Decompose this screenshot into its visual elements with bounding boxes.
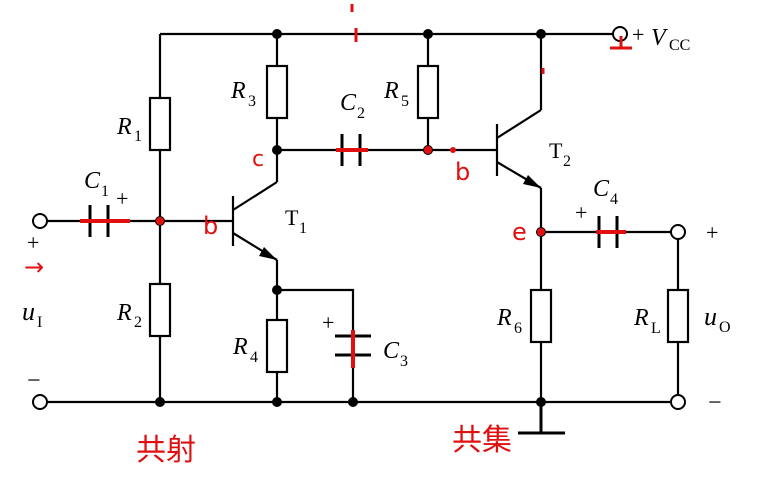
label-ui: u <box>22 297 35 326</box>
t1-emitter-arrow <box>259 247 277 260</box>
label-c1-sub: 1 <box>101 183 109 200</box>
label-r3: R <box>230 78 246 104</box>
output-terminal-bottom <box>670 394 686 410</box>
label-t1: T <box>285 205 299 230</box>
label-c3-sub: 3 <box>400 353 408 370</box>
label-rl-sub: L <box>651 320 661 337</box>
label-c4-plus: + <box>575 200 587 225</box>
label-uo: u <box>704 302 717 331</box>
label-rl: R <box>633 305 649 331</box>
input-terminal-bottom <box>32 394 48 410</box>
annotation-c: c <box>252 147 264 172</box>
input-terminal-top <box>32 213 48 229</box>
label-r2: R <box>116 300 132 326</box>
annotation-input-arrow: → <box>24 253 44 281</box>
resistor-r3 <box>265 64 289 120</box>
resistor-r6 <box>529 288 553 344</box>
label-c1-plus: + <box>116 186 128 211</box>
label-c1: C <box>84 168 101 194</box>
input-plus: + <box>27 230 39 255</box>
annotation-common-emitter: 共射 <box>136 433 196 468</box>
annotation-e: e <box>512 218 527 246</box>
label-c4-sub: 4 <box>610 191 618 208</box>
resistor-r5 <box>416 64 440 120</box>
resistor-r4 <box>265 318 289 374</box>
output-plus: + <box>706 220 718 245</box>
circuit-wires <box>47 32 680 435</box>
label-r6-sub: 6 <box>514 320 522 337</box>
vcc-label: V <box>651 25 668 51</box>
label-c2-sub: 2 <box>357 105 365 122</box>
label-ui-sub: I <box>37 314 42 331</box>
label-r1: R <box>116 114 132 140</box>
label-t2: T <box>549 138 563 163</box>
resistor-r1 <box>148 96 172 152</box>
t2-emitter-arrow <box>523 175 541 188</box>
label-t2-sub: 2 <box>563 153 571 170</box>
label-r3-sub: 3 <box>248 93 256 110</box>
label-r6: R <box>496 305 512 331</box>
vcc-sub: CC <box>669 37 690 54</box>
label-r4-sub: 4 <box>250 349 258 366</box>
label-r2-sub: 2 <box>134 314 142 331</box>
output-minus: − <box>708 390 722 416</box>
label-r1-sub: 1 <box>134 128 142 145</box>
annotation-common-collector: 共集 <box>452 423 512 458</box>
label-c3-plus: + <box>322 310 334 335</box>
resistors <box>148 64 690 374</box>
label-r5-sub: 5 <box>401 93 409 110</box>
label-r5: R <box>383 78 399 104</box>
input-minus: − <box>27 368 41 394</box>
label-uo-sub: O <box>719 319 731 336</box>
annotation-b1: b <box>203 212 218 240</box>
label-t1-sub: 1 <box>299 220 307 237</box>
resistor-r2 <box>148 282 172 338</box>
red-ink-marks <box>80 4 632 368</box>
red-ink-dots <box>156 146 545 236</box>
resistor-rl <box>666 288 690 344</box>
output-terminal-top <box>670 224 686 240</box>
vcc-plus: + <box>632 22 644 47</box>
label-c2: C <box>340 90 357 116</box>
label-c4: C <box>593 176 610 202</box>
annotation-b2: b <box>455 158 470 186</box>
label-r4: R <box>232 334 248 360</box>
label-c3: C <box>383 338 400 364</box>
